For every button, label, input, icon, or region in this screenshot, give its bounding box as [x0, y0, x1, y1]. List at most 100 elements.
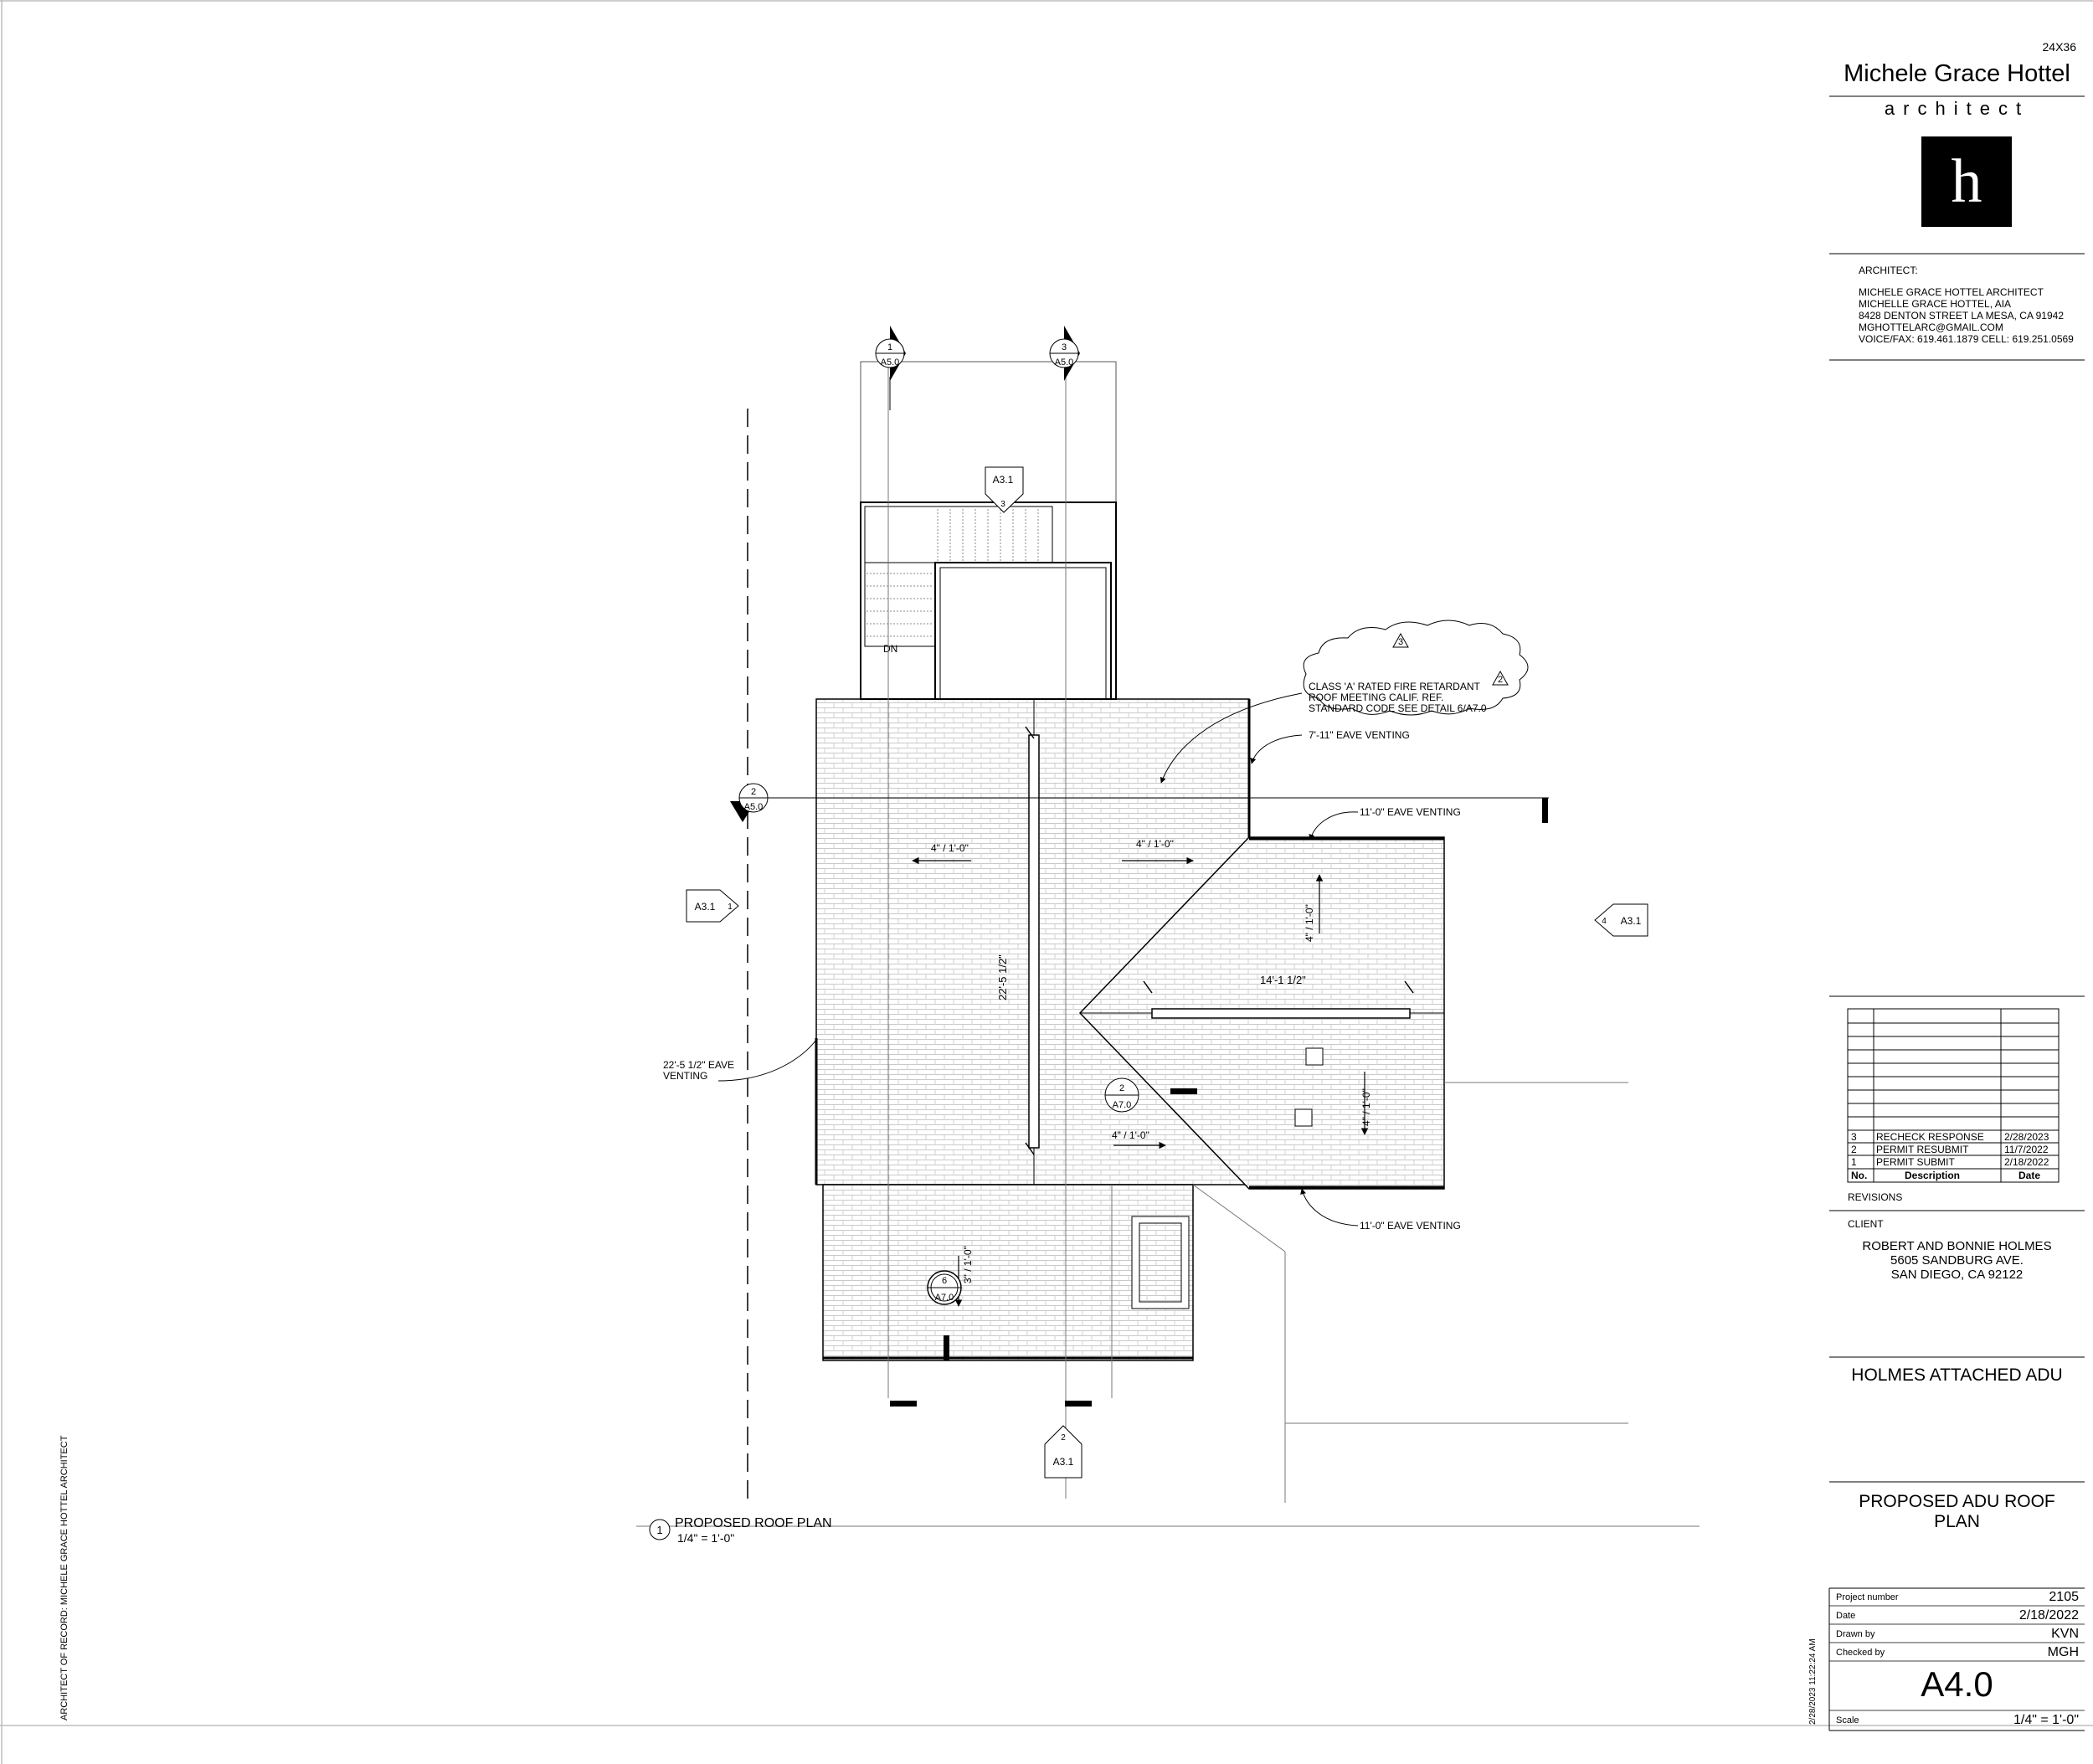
- stair-deck: [860, 361, 1117, 700]
- slope-label-south-east: 4" / 1'-0": [1112, 1129, 1149, 1141]
- revision-header-description: Description: [1905, 1170, 1961, 1181]
- elevation-mark-1-west: A3.1 1: [686, 889, 739, 923]
- info-row-date: Date 2/18/2022: [1836, 1608, 2079, 1623]
- client-line: 5605 SANDBURG AVE.: [1890, 1253, 2024, 1268]
- note-eave-north: 7'-11" EAVE VENTING: [1309, 729, 1410, 741]
- slope-arrows: [912, 856, 1369, 1307]
- svg-text:4: 4: [1602, 917, 1607, 926]
- revision-header-date: Date: [2018, 1170, 2041, 1181]
- note-eave-west-2: VENTING: [663, 1070, 707, 1082]
- revisions-title: REVISIONS: [1848, 1191, 1903, 1203]
- architect-line: MICHELE GRACE HOTTEL ARCHITECT: [1859, 286, 2044, 298]
- client-line: SAN DIEGO, CA 92122: [1890, 1268, 2024, 1282]
- client-heading: CLIENT: [1848, 1218, 1884, 1230]
- svg-text:A7.0: A7.0: [935, 1293, 954, 1303]
- revision-header-no: No.: [1851, 1170, 1868, 1181]
- revision-row: 3 RECHECK RESPONSE 2/28/2023: [1851, 1131, 2057, 1143]
- revision-no: 1: [1851, 1156, 1857, 1168]
- note-fire-retardant-2: ROOF MEETING CALIF. REF.: [1309, 692, 1443, 703]
- detail-mark-2-a7: 2 A7.0: [1104, 1077, 1139, 1113]
- revision-delta-2-label: 2: [1498, 675, 1503, 685]
- dimension-main-ridge: 22'-5 1/2": [996, 954, 1009, 1000]
- svg-text:3: 3: [1000, 500, 1005, 509]
- elevation-mark-2-south: 2 A3.1: [1044, 1425, 1082, 1479]
- dimension-east-ridge: 14'-1 1/2": [1260, 974, 1306, 986]
- svg-text:A3.1: A3.1: [1621, 915, 1642, 927]
- slope-label-south-wing: 3" / 1'-0": [962, 1246, 974, 1283]
- svg-text:2: 2: [1119, 1083, 1124, 1093]
- architect-line: VOICE/FAX: 619.461.1879 CELL: 619.251.05…: [1859, 333, 2074, 345]
- scale-label: Scale: [1836, 1715, 1859, 1725]
- dimension-ticks: [1025, 726, 1414, 1155]
- revision-no: 2: [1851, 1144, 1857, 1155]
- info-value: 2105: [2049, 1590, 2079, 1604]
- elevation-mark-3-north: A3.1 3: [985, 466, 1024, 513]
- detail-mark-6-a7: 6 A7.0: [927, 1270, 962, 1305]
- architect-line: MGHOTTELARC@GMAIL.COM: [1859, 321, 2003, 333]
- firm-logo: h: [1921, 136, 2012, 227]
- client-line: ROBERT AND BONNIE HOLMES: [1862, 1239, 2052, 1253]
- info-label: Drawn by: [1836, 1629, 1875, 1639]
- revision-description: PERMIT RESUBMIT: [1876, 1144, 1969, 1155]
- info-row-drawn-by: Drawn by KVN: [1836, 1627, 2079, 1642]
- firm-subtitle: architect: [1884, 98, 2030, 119]
- svg-text:A5.0: A5.0: [1055, 357, 1074, 368]
- firm-logo-square: [1921, 136, 2012, 227]
- svg-text:2: 2: [751, 787, 756, 797]
- note-eave-east: 11'-0" EAVE VENTING: [1360, 806, 1461, 818]
- drawing-title: 1 PROPOSED ROOF PLAN 1/4" = 1'-0": [649, 1516, 832, 1545]
- client-info: ROBERT AND BONNIE HOLMES 5605 SANDBURG A…: [1829, 1239, 2085, 1282]
- architect-heading: ARCHITECT:: [1859, 265, 1918, 276]
- revision-delta-2: [1492, 670, 1509, 686]
- project-name: HOLMES ATTACHED ADU: [1851, 1365, 2063, 1385]
- sheet-title-line: PROPOSED ADU ROOF: [1859, 1492, 2055, 1511]
- revision-date: 2/18/2022: [2004, 1156, 2049, 1168]
- architect-info: MICHELE GRACE HOTTEL ARCHITECT MICHELLE …: [1859, 286, 2074, 345]
- revision-header-row: No. Description Date: [1851, 1170, 2057, 1181]
- info-value: 2/18/2022: [2018, 1608, 2079, 1623]
- note-eave-south: 11'-0" EAVE VENTING: [1360, 1220, 1461, 1232]
- info-row-project-number: Project number 2105: [1836, 1590, 2079, 1605]
- sheet-title-line: PLAN: [1934, 1512, 1980, 1531]
- scale-value: 1/4" = 1'-0": [2013, 1713, 2079, 1727]
- revision-cloud: [1303, 620, 1529, 716]
- slope-label-east-down: 4" / 1'-0": [1360, 1088, 1372, 1126]
- info-value: MGH: [2047, 1645, 2079, 1659]
- svg-text:3: 3: [1062, 342, 1067, 352]
- stair-treads: [867, 509, 1039, 637]
- elevation-mark-4-east: A3.1 4: [1594, 903, 1648, 937]
- info-row-checked-by: Checked by MGH: [1836, 1645, 2079, 1660]
- sheet-size: 24X36: [2042, 40, 2076, 54]
- firm-logo-letter: h: [1951, 147, 1982, 216]
- svg-text:A3.1: A3.1: [695, 901, 716, 913]
- svg-text:1: 1: [887, 342, 892, 352]
- svg-text:A7.0: A7.0: [1113, 1100, 1132, 1110]
- revisions-table-grid: [1847, 1008, 2060, 1183]
- note-eave-west-1: 22'-5 1/2" EAVE: [663, 1059, 734, 1071]
- info-label: Checked by: [1836, 1648, 1885, 1658]
- revision-no: 3: [1851, 1131, 1857, 1143]
- info-row-scale: Scale 1/4" = 1'-0": [1836, 1713, 2079, 1728]
- architect-line: 8428 DENTON STREET LA MESA, CA 91942: [1859, 310, 2065, 321]
- section-mark-1-a5: 1 A5.0: [875, 326, 906, 410]
- revision-delta-3-label: 3: [1398, 637, 1403, 647]
- svg-text:1/4" = 1'-0": 1/4" = 1'-0": [677, 1531, 734, 1545]
- note-fire-retardant-1: CLASS 'A' RATED FIRE RETARDANT: [1309, 681, 1481, 692]
- revision-delta-3: [1392, 632, 1409, 648]
- slope-label-west: 4" / 1'-0": [931, 842, 969, 854]
- svg-text:A3.1: A3.1: [1053, 1456, 1074, 1468]
- info-label: Date: [1836, 1611, 1856, 1621]
- svg-text:2: 2: [1061, 1433, 1066, 1443]
- sheet-number: A4.0: [1921, 1664, 1993, 1704]
- south-roof-wing: [822, 1184, 1194, 1361]
- leader-lines: [717, 692, 1359, 1227]
- revision-row: 2 PERMIT RESUBMIT 11/7/2022: [1851, 1144, 2057, 1155]
- property-lines: [636, 360, 1700, 1527]
- info-table-lines: [1829, 1605, 2085, 1711]
- firm-name: Michele Grace Hottel: [1844, 60, 2070, 87]
- slope-label-east-up: 4" / 1'-0": [1304, 904, 1315, 942]
- break-marks: [890, 798, 1548, 1407]
- svg-text:A3.1: A3.1: [993, 474, 1014, 486]
